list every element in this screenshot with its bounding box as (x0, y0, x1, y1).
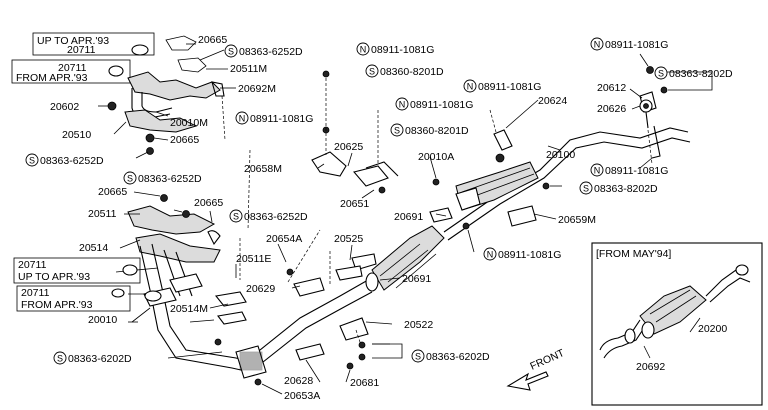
note-from-apr93: FROM APR.'93 (21, 299, 93, 311)
part-20665: 20665 (170, 134, 199, 146)
part-20200: 20200 (698, 323, 727, 335)
callout-08911-1081G: 08911-1081G (410, 99, 473, 111)
callout-08363-6202D: 08363-6202D (68, 353, 132, 365)
note-from-may94: [FROM MAY'94] (596, 248, 671, 260)
part-20625: 20625 (334, 141, 363, 153)
bolt-callouts: 08363-6252D 08911-1081G 08360-8201D 0891… (40, 39, 733, 365)
front-label: FRONT (528, 347, 566, 373)
callout-08911-1081G: 08911-1081G (605, 39, 668, 51)
part-20653A: 20653A (284, 390, 320, 402)
part-20514: 20514 (79, 242, 108, 254)
callout-08911-1081G: 08911-1081G (498, 249, 561, 261)
note-up-to-apr93: UP TO APR.'93 (37, 35, 109, 47)
note-from-apr93: FROM APR.'93 (16, 72, 88, 84)
part-20010: 20010 (88, 314, 117, 326)
part-20651: 20651 (340, 198, 369, 210)
part-20692: 20692 (636, 361, 665, 373)
version-box-mid: 20711 UP TO APR.'93 20711 FROM APR.'93 (13, 257, 141, 312)
svg-text:N: N (594, 166, 601, 176)
svg-text:N: N (360, 45, 367, 55)
part-20525: 20525 (334, 233, 363, 245)
part-20629: 20629 (246, 283, 275, 295)
callout-08363-6252D: 08363-6252D (239, 46, 303, 58)
svg-text:S: S (415, 352, 421, 362)
callout-08363-8202D: 08363-8202D (669, 68, 733, 80)
center-muffler (311, 70, 691, 241)
version-box-top: UP TO APR.'93 20711 20711 FROM APR.'93 (11, 32, 155, 84)
part-20624: 20624 (538, 95, 567, 107)
callout-08360-8201D: 08360-8201D (380, 66, 444, 78)
part-20100: 20100 (546, 149, 575, 161)
callout-08363-6252D: 08363-6252D (40, 155, 104, 167)
label-20711: 20711 (67, 44, 96, 56)
callout-08363-6252D: 08363-6252D (244, 211, 308, 223)
svg-text:S: S (228, 47, 234, 57)
svg-text:N: N (467, 82, 474, 92)
part-20665: 20665 (198, 34, 227, 46)
part-20511E: 20511E (236, 253, 271, 265)
label-20711: 20711 (18, 259, 47, 271)
callout-08363-6202D: 08363-6202D (426, 351, 490, 363)
part-20511M: 20511M (230, 63, 267, 75)
part-labels: 20665 20511M 20692M 20602 20010M 20510 2… (50, 34, 727, 402)
part-20659M: 20659M (558, 214, 596, 226)
part-20692M: 20692M (238, 83, 276, 95)
part-20010A: 20010A (418, 151, 454, 163)
svg-text:S: S (369, 67, 375, 77)
part-20681: 20681 (350, 377, 379, 389)
front-direction: FRONT (506, 347, 567, 391)
part-20658M: 20658M (244, 163, 282, 175)
svg-text:N: N (487, 250, 494, 260)
svg-text:N: N (399, 100, 406, 110)
inset-from-may94: [FROM MAY'94] (591, 242, 763, 406)
part-20628: 20628 (284, 375, 313, 387)
part-20510: 20510 (62, 129, 91, 141)
note-up-to-apr93: UP TO APR.'93 (18, 271, 90, 283)
label-20711: 20711 (58, 62, 87, 74)
part-20691: 20691 (394, 211, 423, 223)
callout-08911-1081G: 08911-1081G (371, 44, 434, 56)
callout-08911-1081G: 08911-1081G (250, 113, 313, 125)
svg-text:S: S (29, 156, 35, 166)
part-20691: 20691 (402, 273, 431, 285)
callout-08911-1081G: 08911-1081G (605, 165, 668, 177)
rear-hanger (639, 66, 668, 165)
part-20010M: 20010M (170, 117, 208, 129)
svg-text:N: N (239, 114, 246, 124)
part-20665: 20665 (98, 186, 127, 198)
svg-text:S: S (583, 184, 589, 194)
callout-08911-1081G: 08911-1081G (478, 81, 541, 93)
svg-text:N: N (594, 40, 601, 50)
part-20654A: 20654A (266, 233, 302, 245)
part-20602: 20602 (50, 101, 79, 113)
part-20522: 20522 (404, 319, 433, 331)
callout-08363-6252D: 08363-6252D (138, 173, 202, 185)
callout-08360-8201D: 08360-8201D (405, 125, 469, 137)
front-tube-and-catalyst (235, 225, 445, 386)
part-20511: 20511 (88, 208, 117, 220)
svg-text:S: S (127, 174, 133, 184)
svg-text:S: S (658, 69, 664, 79)
part-20612: 20612 (597, 82, 626, 94)
label-20711: 20711 (21, 287, 50, 299)
front-pipe-top (107, 35, 226, 155)
part-20514M: 20514M (170, 303, 208, 315)
svg-text:S: S (57, 354, 63, 364)
leader-lines (98, 43, 713, 395)
badges: S N S N N N S S S S N S N S N S S (25, 37, 668, 365)
svg-text:S: S (233, 212, 239, 222)
callout-08363-8202D: 08363-8202D (594, 183, 658, 195)
part-20626: 20626 (597, 103, 626, 115)
svg-text:S: S (394, 126, 400, 136)
part-20665: 20665 (194, 197, 223, 209)
